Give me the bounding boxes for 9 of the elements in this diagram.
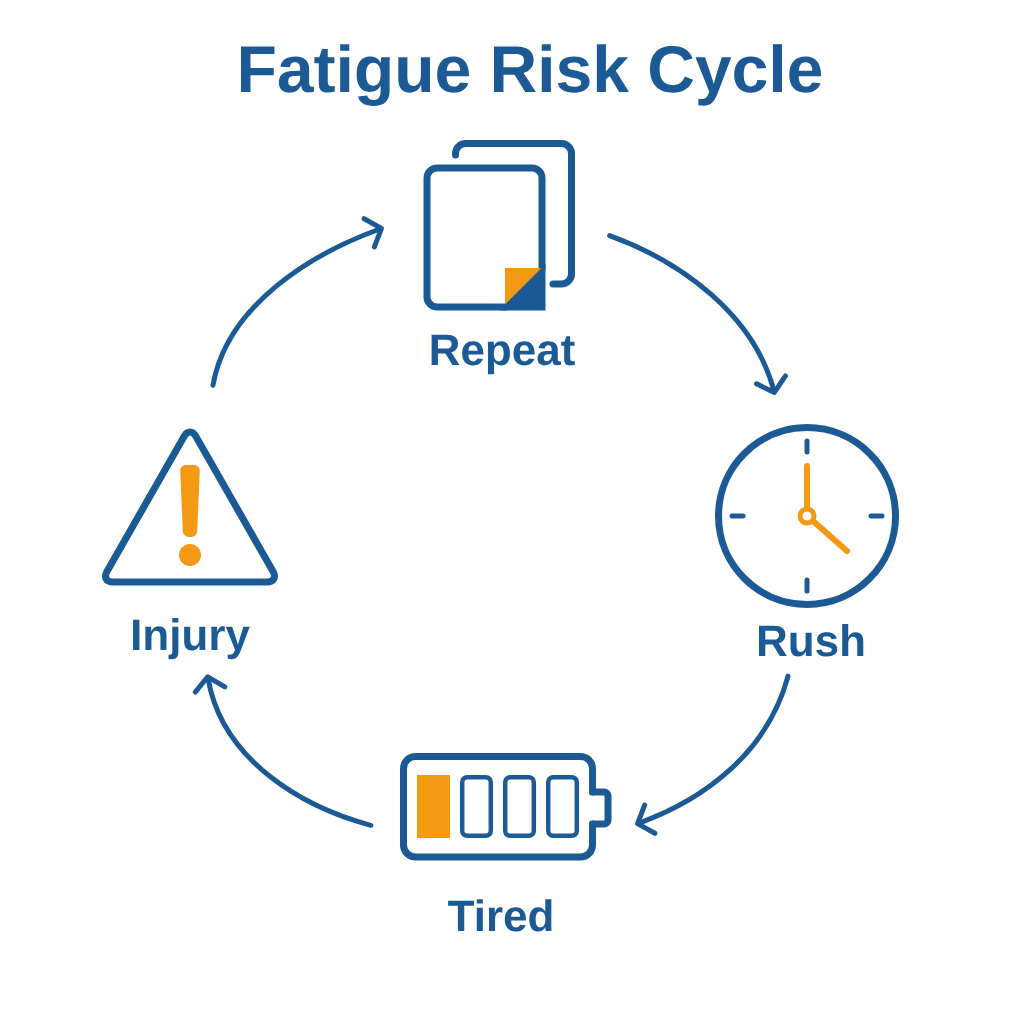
- arrow: [635, 673, 791, 836]
- arrow: [607, 233, 788, 395]
- arrow: [192, 674, 374, 828]
- title: Fatigue Risk Cycle: [240, 44, 822, 106]
- step-label: Rush: [758, 624, 864, 657]
- arrow: [210, 216, 384, 388]
- step-label: Injury: [133, 618, 250, 660]
- step-label: Tired: [448, 899, 552, 932]
- step-label: Repeat: [431, 334, 575, 375]
